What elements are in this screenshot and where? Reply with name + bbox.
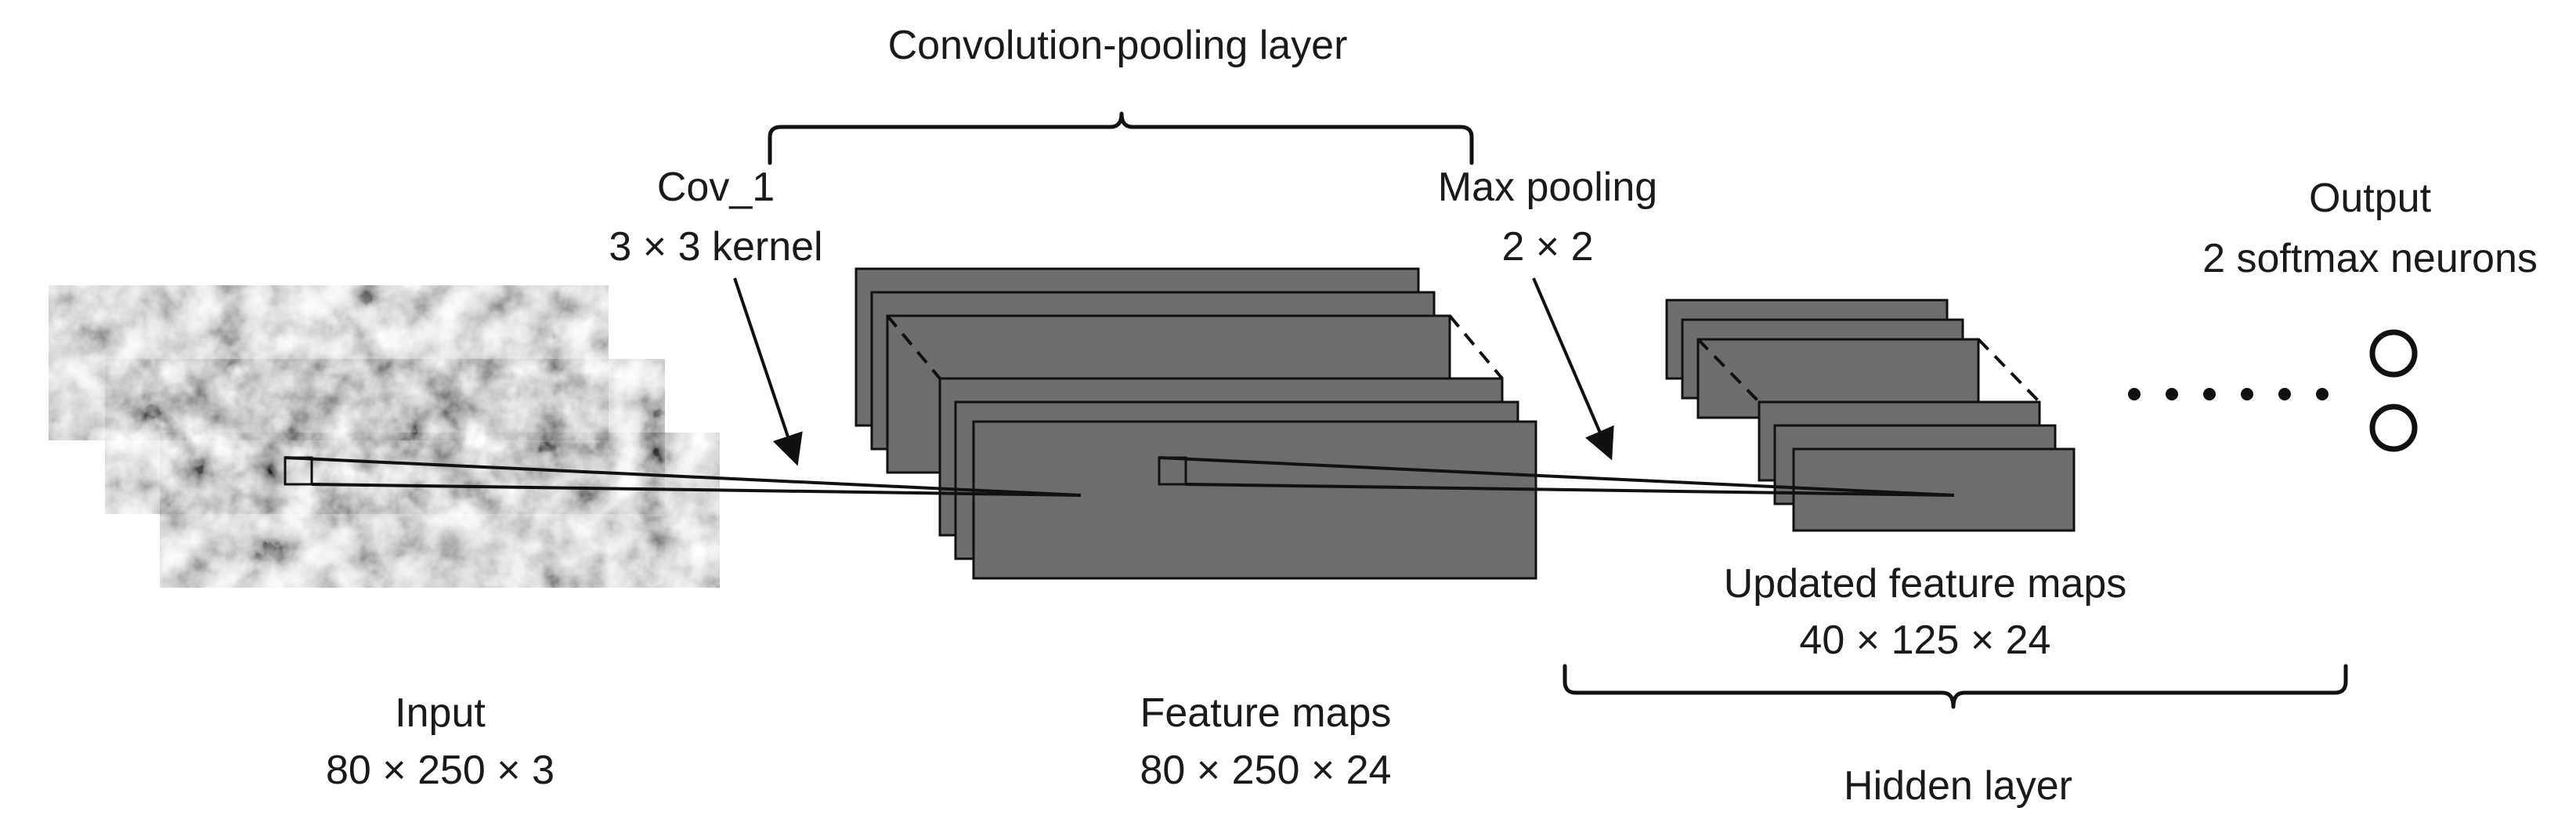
conv-pool-brace (768, 111, 1474, 165)
feature-maps-label: Feature maps (1140, 690, 1392, 736)
pooling-arrow (1532, 277, 1614, 461)
kernel-arrow (733, 277, 803, 466)
max-pooling-label: Max pooling (1438, 165, 1657, 210)
output-neuron-2 (2369, 404, 2418, 452)
hidden-layer-brace (1563, 664, 2348, 709)
output-neuron-1 (2369, 329, 2418, 378)
input-label: Input (395, 690, 486, 736)
hidden-layer-label: Hidden layer (1844, 763, 2072, 809)
updated-maps-stack (1665, 299, 2076, 532)
feature-maps-stack (854, 267, 1537, 580)
ellipsis-dots (2128, 388, 2329, 400)
cov1-label: Cov_1 (657, 165, 775, 210)
input-image-3 (160, 433, 720, 588)
feature-map-6 (972, 420, 1537, 580)
input-dims-label: 80 × 250 × 3 (326, 748, 555, 793)
feature-dims-label: 80 × 250 × 24 (1140, 748, 1392, 793)
output-neurons (2369, 329, 2418, 452)
updated-dash-right (1977, 338, 2041, 404)
updated-maps-label: Updated feature maps (1724, 561, 2127, 607)
output-label: Output (2309, 176, 2432, 221)
softmax-label: 2 softmax neurons (2202, 236, 2538, 281)
conv-pool-layer-label: Convolution-pooling layer (888, 23, 1348, 68)
input-images (49, 285, 720, 588)
feature-dash-left (886, 314, 941, 380)
feature-dash-right (1448, 314, 1504, 380)
projection-lines (284, 456, 1955, 497)
pool-size-label: 2 × 2 (1501, 224, 1593, 270)
kernel-size-label: 3 × 3 kernel (609, 224, 822, 270)
updated-dash-left (1696, 338, 1761, 404)
updated-dims-label: 40 × 125 × 24 (1800, 618, 2051, 663)
